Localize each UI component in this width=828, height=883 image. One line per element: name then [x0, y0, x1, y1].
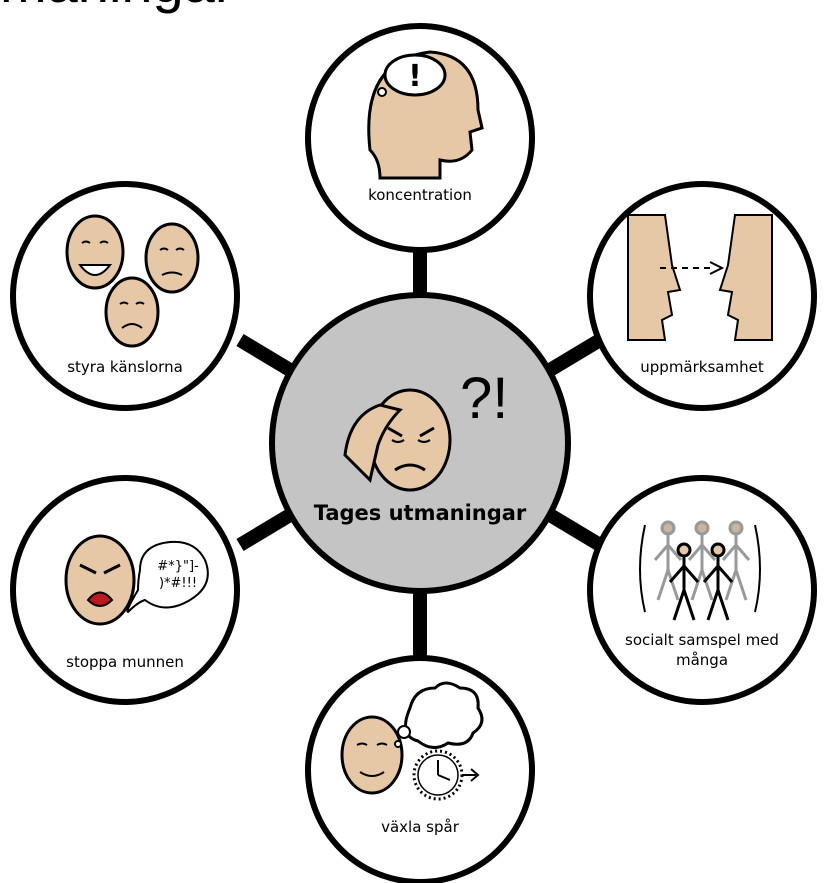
- node-koncentration: ! koncentration: [305, 23, 535, 253]
- page-title: maningar: [0, 0, 233, 15]
- label-socialt-samspel-line2: många: [676, 651, 728, 669]
- face-with-clock-icon: [340, 681, 484, 801]
- frustrated-head-icon: [343, 388, 452, 492]
- connector-lower-left: [236, 508, 294, 552]
- speech-symbols-line1: #*}"]-: [157, 559, 199, 574]
- label-stoppa-munnen: stoppa munnen: [66, 653, 184, 671]
- two-faces-looking-icon: [627, 214, 773, 341]
- connector-lower-right: [546, 508, 604, 552]
- node-stoppa-munnen: #*}"]- )*#!!! stoppa munnen: [10, 475, 240, 705]
- node-vaxla-spar: växla spår: [305, 655, 535, 883]
- label-uppmarksamhet: uppmärksamhet: [640, 358, 764, 376]
- label-socialt-samspel-line1: socialt samspel med: [625, 631, 779, 649]
- center-node: ?! Tages utmaningar: [269, 292, 571, 594]
- connectors: [236, 230, 604, 660]
- angry-shouting-face-icon: #*}"]- )*#!!!: [64, 534, 209, 626]
- label-styra-kanslorna: styra känslorna: [67, 358, 183, 376]
- thinking-head-icon: !: [367, 50, 484, 180]
- label-vaxla-spar: växla spår: [381, 818, 460, 836]
- center-label: Tages utmaningar: [314, 501, 527, 525]
- node-uppmarksamhet: uppmärksamhet: [587, 181, 817, 411]
- speech-symbols-line2: )*#!!!: [159, 576, 197, 591]
- node-socialt-samspel: socialt samspel med många: [587, 475, 817, 705]
- connector-upper-left: [236, 333, 294, 377]
- three-emotion-faces-icon: [65, 214, 200, 348]
- svg-text:!: !: [408, 59, 422, 94]
- question-exclamation-marks: ?!: [460, 366, 508, 431]
- connector-upper-right: [546, 333, 604, 377]
- group-of-people-icon: [639, 520, 761, 621]
- node-styra-kanslorna: styra känslorna: [10, 181, 240, 411]
- label-koncentration: koncentration: [368, 186, 472, 204]
